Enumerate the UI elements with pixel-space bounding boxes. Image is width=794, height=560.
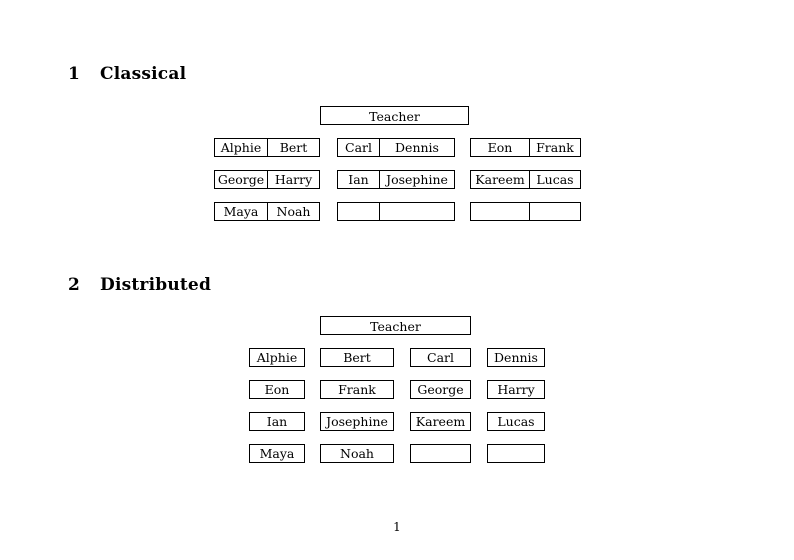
- section-heading-classical: 1 Classical: [68, 64, 186, 84]
- name-cell[interactable]: Maya: [223, 204, 259, 219]
- name-cell[interactable]: Ian: [348, 172, 369, 187]
- name-box[interactable]: Noah: [320, 444, 394, 463]
- classical-group-3-row-2[interactable]: Kareem Lucas: [470, 170, 581, 189]
- name-cell[interactable]: Eon: [487, 140, 513, 155]
- name-cell[interactable]: [379, 203, 454, 220]
- classical-group-2-row-1[interactable]: Carl Dennis: [337, 138, 455, 157]
- name-cell[interactable]: Noah: [267, 203, 319, 220]
- name-box[interactable]: Harry: [487, 380, 545, 399]
- classical-group-1-row-3[interactable]: Maya Noah: [214, 202, 320, 221]
- name-cell[interactable]: [529, 203, 580, 220]
- name-box[interactable]: Bert: [320, 348, 394, 367]
- name-cell[interactable]: Lucas: [529, 171, 580, 188]
- name-box[interactable]: Josephine: [320, 412, 394, 431]
- section-title: Classical: [100, 64, 187, 84]
- name-cell[interactable]: [471, 203, 529, 220]
- teacher-box-distributed[interactable]: Teacher: [320, 316, 471, 335]
- name-box[interactable]: Lucas: [487, 412, 545, 431]
- classical-group-2-row-2[interactable]: Ian Josephine: [337, 170, 455, 189]
- classical-group-1-row-1[interactable]: Alphie Bert: [214, 138, 320, 157]
- classical-group-3-row-1[interactable]: Eon Frank: [470, 138, 581, 157]
- name-cell[interactable]: Josephine: [379, 171, 454, 188]
- name-cell[interactable]: Bert: [267, 139, 319, 156]
- name-cell[interactable]: Frank: [529, 139, 580, 156]
- name-box[interactable]: Dennis: [487, 348, 545, 367]
- name-box[interactable]: Alphie: [249, 348, 305, 367]
- name-box[interactable]: George: [410, 380, 471, 399]
- name-cell[interactable]: Dennis: [379, 139, 454, 156]
- name-cell[interactable]: [338, 203, 379, 220]
- name-box[interactable]: [410, 444, 471, 463]
- section-number: 1: [68, 64, 81, 84]
- section-number: 2: [68, 275, 81, 295]
- page-number: 1: [393, 520, 401, 534]
- name-cell[interactable]: Kareem: [475, 172, 525, 187]
- name-cell[interactable]: George: [217, 172, 265, 187]
- name-box[interactable]: Carl: [410, 348, 471, 367]
- classical-group-2-row-3[interactable]: [337, 202, 455, 221]
- teacher-box-classical[interactable]: Teacher: [320, 106, 469, 125]
- name-box[interactable]: Frank: [320, 380, 394, 399]
- name-cell[interactable]: Alphie: [220, 140, 262, 155]
- name-cell[interactable]: Harry: [267, 171, 319, 188]
- name-box[interactable]: Maya: [249, 444, 305, 463]
- name-cell[interactable]: Carl: [345, 140, 372, 155]
- name-box[interactable]: Ian: [249, 412, 305, 431]
- name-box[interactable]: [487, 444, 545, 463]
- name-box[interactable]: Kareem: [410, 412, 471, 431]
- section-title: Distributed: [100, 275, 212, 295]
- classical-group-3-row-3[interactable]: [470, 202, 581, 221]
- classical-group-1-row-2[interactable]: George Harry: [214, 170, 320, 189]
- section-heading-distributed: 2 Distributed: [68, 275, 211, 295]
- name-box[interactable]: Eon: [249, 380, 305, 399]
